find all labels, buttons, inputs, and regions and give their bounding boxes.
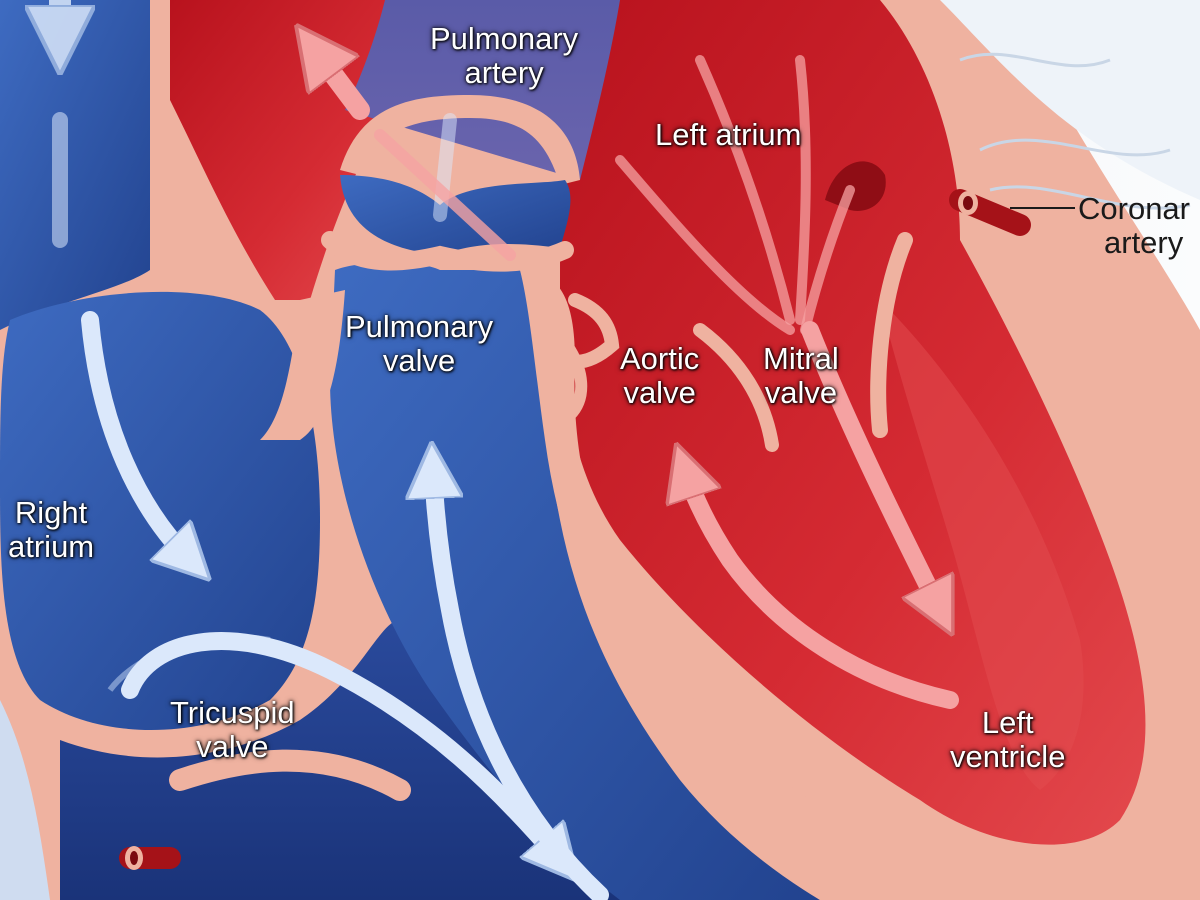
left-ventricle-label: Left ventricle xyxy=(950,705,1066,774)
right-atrium-label: Right atrium xyxy=(8,495,95,564)
epicardial-fat xyxy=(940,0,1200,200)
mitral-valve-leaflet-left xyxy=(693,323,779,452)
left-edge-tissue xyxy=(0,700,50,900)
blood-flow-arrows-blue xyxy=(60,0,609,900)
coronary-artery-label: Coronar artery xyxy=(1078,191,1190,260)
fat-texture xyxy=(959,52,1191,210)
left-ventricle-highlight xyxy=(880,300,1084,790)
coronary-artery-vessel xyxy=(949,189,1031,236)
pulmonary-artery-label: Pulmonary artery xyxy=(430,21,579,90)
pulmonary-outflow xyxy=(330,262,820,900)
tricuspid-valve-label: Tricuspid valve xyxy=(170,695,295,764)
pulmonary-valve-label: Pulmonary valve xyxy=(345,309,494,378)
pulmonary-artery-arch xyxy=(340,95,580,185)
left-atrium-label: Left atrium xyxy=(655,117,802,152)
pulmonary-valve-cusp xyxy=(340,175,571,255)
septum-main xyxy=(520,270,980,900)
mitral-valve-label: Mitral valve xyxy=(763,341,839,410)
mitral-valve-leaflet-right xyxy=(870,232,913,438)
tricuspid-valve-leaflet xyxy=(169,749,411,801)
septum-upper xyxy=(260,290,345,440)
pulmonary-valve-leaflets xyxy=(321,231,574,272)
aortic-valve-cusp xyxy=(564,344,588,421)
pulmonary-vein-opening xyxy=(825,161,886,211)
aortic-valve-label: Aortic valve xyxy=(620,341,700,410)
vena-cava-left xyxy=(0,0,150,330)
coronary-vessel-lower xyxy=(119,846,181,870)
blood-flow-arrows-red xyxy=(315,50,959,709)
